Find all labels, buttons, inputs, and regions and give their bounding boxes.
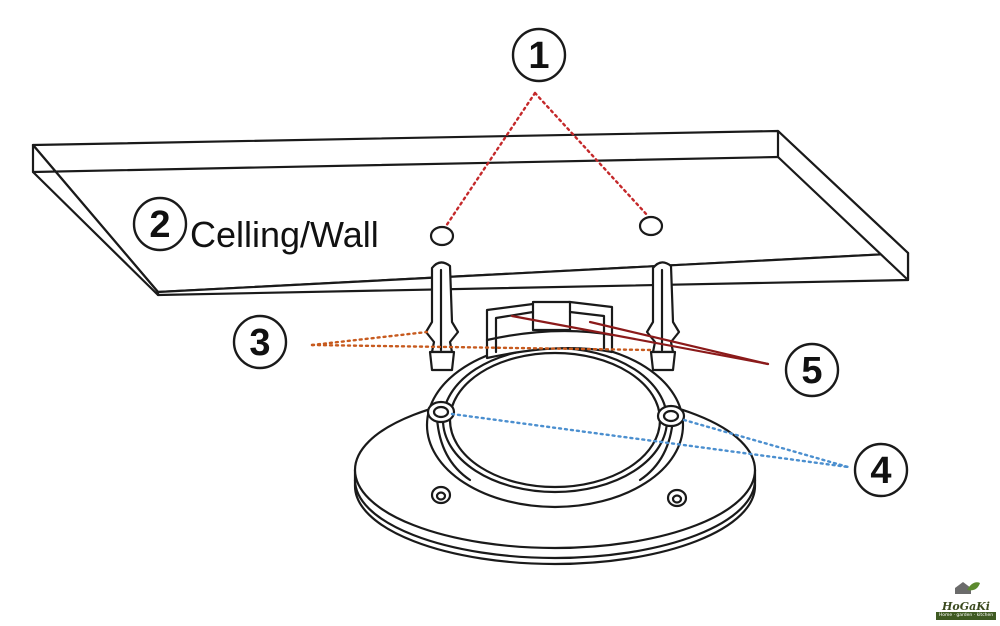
brand-logo: HoGaKi Home · garden · kitchen <box>936 580 996 620</box>
callout-2: 2 <box>132 196 188 252</box>
clip-bracket <box>485 300 614 360</box>
ceiling-hole-left <box>429 225 455 247</box>
ceiling-label: Celling/Wall <box>190 214 379 255</box>
callout-5: 5 <box>784 342 840 398</box>
callout-3-number: 3 <box>249 322 270 364</box>
callout-1: 1 <box>511 27 567 83</box>
callout-3: 3 <box>232 314 288 370</box>
ceiling-hole-right <box>638 215 664 237</box>
callout-2-number: 2 <box>149 204 170 246</box>
screw-seat-left <box>426 400 456 424</box>
leader-4 <box>450 412 850 469</box>
leader-3 <box>310 330 652 352</box>
callout-4: 4 <box>853 442 909 498</box>
callout-1-number: 1 <box>528 35 549 77</box>
anchor-screw-left <box>424 261 460 372</box>
screw-seat-right <box>656 404 686 428</box>
callout-5-number: 5 <box>801 350 822 392</box>
callout-4-number: 4 <box>870 450 891 492</box>
brand-name: HoGaKi <box>942 600 990 613</box>
base-hole-left <box>430 485 452 505</box>
brand-tagline: Home · garden · kitchen <box>936 612 996 620</box>
leader-5 <box>510 314 770 366</box>
leader-1 <box>444 91 650 228</box>
ceiling-slab <box>31 129 910 297</box>
base-hole-right <box>666 488 688 508</box>
house-leaf-icon <box>955 582 980 594</box>
base-plate <box>353 341 757 566</box>
